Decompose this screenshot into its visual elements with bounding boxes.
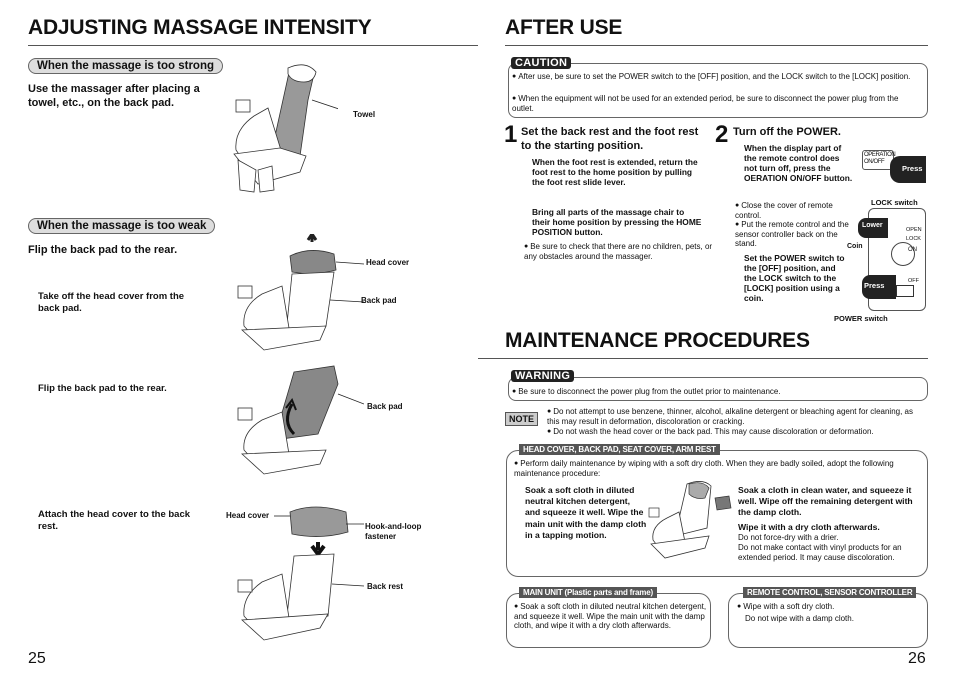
step1-p1: When the foot rest is extended, return t…: [532, 157, 698, 188]
power-switch-block: [896, 285, 914, 297]
caution-item-1: After use, be sure to set the POWER swit…: [512, 72, 920, 82]
caution-tag: CAUTION: [511, 57, 572, 69]
step2-bullet-2: Put the remote control and the sensor co…: [735, 220, 850, 249]
step2-number: 2: [715, 121, 729, 148]
off-label: OFF: [908, 278, 919, 284]
lower-label: Lower: [862, 222, 883, 229]
step2-p1: When the display part of the remote cont…: [744, 143, 853, 184]
note-tag: NOTE: [505, 412, 539, 426]
left-page-number: 25: [28, 650, 46, 667]
maintenance-title: MAINTENANCE PROCEDURES: [505, 329, 810, 352]
maintenance-rule: [478, 358, 928, 359]
press-label-1: Press: [902, 164, 923, 173]
main-unit-bullet: Soak a soft cloth in diluted neutral kit…: [514, 602, 709, 631]
weak-text: Flip the back pad to the rear.: [28, 244, 178, 256]
remote-tag: REMOTE CONTROL, SENSOR CONTROLLER: [743, 587, 917, 598]
open-label: OPEN: [906, 227, 922, 233]
caution-box: [508, 63, 928, 118]
step2-heading: Turn off the POWER.: [733, 126, 841, 138]
label-back-pad-1: Back pad: [361, 296, 397, 305]
head-cover-right-1: Soak a cloth in clean water, and squeeze…: [738, 485, 913, 518]
weak-step3-text: Attach the head cover to the back rest.: [38, 509, 191, 533]
label-power-switch: POWER switch: [834, 314, 888, 323]
label-lock-switch: LOCK switch: [871, 198, 918, 207]
chair-attach-cover-illustration: [237, 506, 364, 641]
step1-p2: Bring all parts of the massage chair to …: [532, 207, 702, 238]
head-cover-tag: HEAD COVER, BACK PAD, SEAT COVER, ARM RE…: [519, 444, 720, 455]
step1-number: 1: [504, 121, 518, 148]
finger-press-1: [890, 156, 926, 183]
strong-heading: When the massage is too strong: [28, 58, 223, 74]
after-use-rule: [505, 45, 928, 46]
warning-tag: WARNING: [511, 370, 575, 382]
note-item-2: Do not wash the head cover or the back p…: [547, 427, 927, 437]
chair-head-cover-off-illustration: [237, 234, 364, 351]
step2-p2: Set the POWER switch to the [OFF] positi…: [744, 253, 845, 304]
head-cover-right-3: Do not force-dry with a drier.: [738, 533, 839, 542]
left-page-title: ADJUSTING MASSAGE INTENSITY: [28, 16, 372, 39]
label-fastener: Hook-and-loop fastener: [365, 522, 422, 541]
caution-item-2: When the equipment will not be used for …: [512, 94, 920, 113]
main-unit-tag: MAIN UNIT (Plastic parts and frame): [519, 587, 657, 598]
weak-step2-text: Flip the back pad to the rear.: [38, 383, 167, 394]
finger-lower: [858, 218, 888, 238]
chair-flip-pad-illustration: [237, 365, 364, 475]
label-back-pad-2: Back pad: [367, 402, 403, 411]
on-label: ON: [908, 247, 917, 253]
warning-box: [508, 377, 928, 401]
strong-text: Use the massager after placing a towel, …: [28, 83, 200, 110]
finger-press-2: [862, 275, 896, 299]
switch-panel: [868, 208, 926, 311]
head-cover-left: Soak a soft cloth in diluted neutral kit…: [525, 485, 647, 540]
coin-slot: [891, 242, 915, 266]
weak-heading: When the massage is too weak: [28, 218, 216, 234]
label-head-cover-1: Head cover: [366, 258, 410, 267]
head-cover-right-2: Wipe it with a dry cloth afterwards.: [738, 522, 880, 532]
label-back-rest: Back rest: [367, 582, 404, 591]
weak-step1-text: Take off the head cover from the back pa…: [38, 291, 185, 315]
label-towel: Towel: [353, 110, 376, 119]
press-label-2: Press: [864, 281, 885, 290]
step1-bullet: Be sure to check that there are no child…: [524, 242, 719, 261]
step1-heading: Set the back rest and the foot rest to t…: [521, 126, 699, 153]
label-head-cover-3: Head cover: [226, 511, 270, 520]
left-title-rule: [28, 45, 478, 46]
remote-bullet: Wipe with a soft dry cloth.: [737, 602, 922, 612]
warning-item-1: Be sure to disconnect the power plug fro…: [512, 387, 920, 397]
step2-bullet-1: Close the cover of remote control.: [735, 201, 855, 220]
chair-towel-illustration: [233, 64, 338, 193]
after-use-title: AFTER USE: [505, 16, 623, 39]
label-coin: Coin: [847, 243, 863, 250]
note-item-1: Do not attempt to use benzene, thinner, …: [547, 407, 927, 426]
head-cover-right-4: Do not make contact with vinyl products …: [738, 543, 902, 562]
right-page-number: 26: [908, 650, 926, 667]
chair-cleaning-illustration: [648, 481, 732, 559]
lock-label: LOCK: [906, 236, 921, 242]
head-cover-bullet: Perform daily maintenance by wiping with…: [514, 459, 894, 478]
remote-text: Do not wipe with a damp cloth.: [745, 614, 854, 623]
